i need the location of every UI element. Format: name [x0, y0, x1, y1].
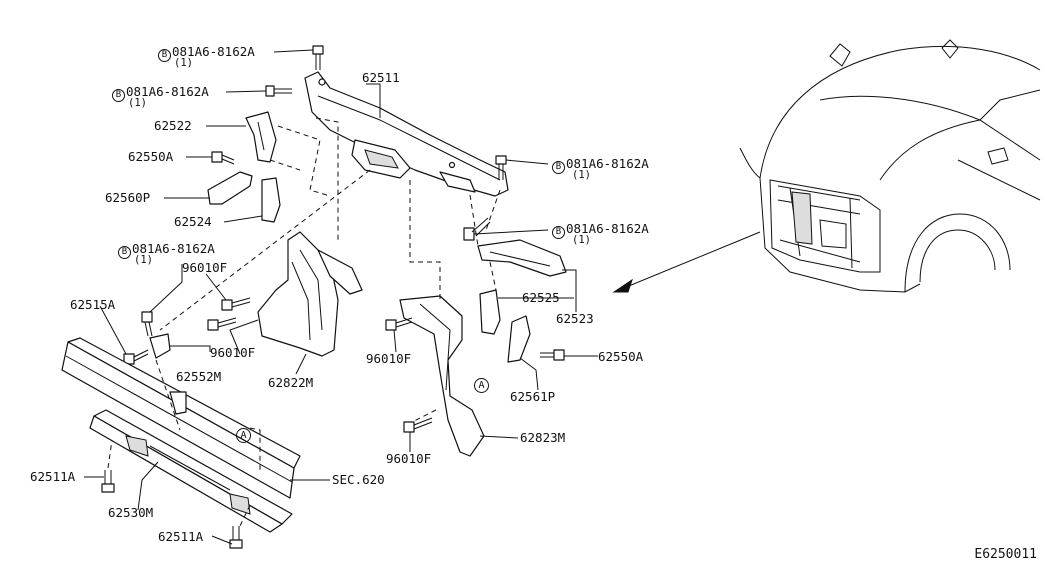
part-label-62823m: 62823M: [520, 430, 566, 445]
part-label-62525: 62525: [522, 290, 560, 305]
bolt-part-number: 081A6-8162A: [566, 156, 649, 171]
bolt-96010f-right-a: [385, 317, 413, 331]
bolt-62550a-left: [211, 151, 235, 165]
assembly-lines: [107, 117, 501, 527]
bolt-badge: B: [552, 226, 565, 239]
part-label-96010f-4: 96010F: [386, 451, 432, 466]
bracket-62561p: [507, 315, 531, 363]
bolt-62511a-left: [101, 470, 115, 493]
part-label-62524: 62524: [174, 214, 212, 229]
part-label-62511a-2: 62511A: [158, 529, 204, 544]
part-label-62561p: 62561P: [510, 389, 556, 404]
car-illustration: [739, 39, 1041, 293]
qty-label: (1): [572, 169, 591, 181]
bolt-left-vertical: [141, 311, 153, 337]
bolt-part-number: 081A6-8162A: [132, 241, 215, 256]
pointer-arrow: [612, 231, 761, 293]
part-label-96010f-2: 96010F: [210, 345, 256, 360]
upper-core-support: [304, 71, 509, 197]
part-label-62530m: 62530M: [108, 505, 154, 520]
leader-lines: [84, 49, 598, 545]
part-label-62552m: 62552M: [176, 369, 222, 384]
qty-label: (1): [572, 234, 591, 246]
bolt-62511a-bottom: [229, 526, 243, 549]
bolt-96010f-left-a: [221, 297, 251, 311]
bolt-upper-left: [265, 85, 292, 97]
bracket-62523: [477, 239, 567, 277]
bolt-part-number: 081A6-8162A: [126, 84, 209, 99]
ref-mark-a-right: A: [474, 378, 489, 393]
bracket-62525: [479, 289, 501, 335]
bolt-badge: B: [118, 246, 131, 259]
part-label-96010f-3: 96010F: [366, 351, 412, 366]
bracket-62524: [261, 177, 281, 223]
part-label-62550a-right: 62550A: [598, 349, 644, 364]
ref-mark-a-left: A: [236, 428, 251, 443]
part-label-62523: 62523: [556, 311, 594, 326]
part-label-62515a: 62515A: [70, 297, 116, 312]
section-ref-sec620: SEC.620: [332, 472, 385, 487]
bolt-part-number: 081A6-8162A: [566, 221, 649, 236]
bolt-badge: B: [112, 89, 125, 102]
part-label-96010f-1: 96010F: [182, 260, 228, 275]
bolt-top: [312, 45, 324, 70]
air-guide-62822m: [257, 231, 363, 357]
bolt-62550a-right: [540, 349, 565, 361]
part-label-62511: 62511: [362, 70, 400, 85]
part-label-62511a-1: 62511A: [30, 469, 76, 484]
bracket-62522: [245, 111, 277, 163]
bolt-96010f-left-b: [207, 317, 237, 331]
qty-label: (1): [174, 57, 193, 69]
part-label-62560p: 62560P: [105, 190, 151, 205]
drawing-code: E6250011: [974, 547, 1037, 562]
part-label-62550a-left: 62550A: [128, 149, 174, 164]
bracket-62552m: [149, 333, 171, 359]
bolt-badge: B: [158, 49, 171, 62]
bracket-62560p: [207, 171, 253, 205]
part-label-62522: 62522: [154, 118, 192, 133]
part-label-62822m: 62822M: [268, 375, 314, 390]
bolt-badge: B: [552, 161, 565, 174]
bolt-62515a: [123, 349, 149, 365]
qty-label: (1): [134, 254, 153, 266]
bolt-upper-right: [495, 155, 507, 180]
bolt-96010f-right-b: [403, 417, 433, 433]
bolt-mid-right: [463, 217, 491, 241]
bolt-part-number: 081A6-8162A: [172, 44, 255, 59]
lower-bracket-62530m: [89, 409, 293, 533]
qty-label: (1): [128, 97, 147, 109]
